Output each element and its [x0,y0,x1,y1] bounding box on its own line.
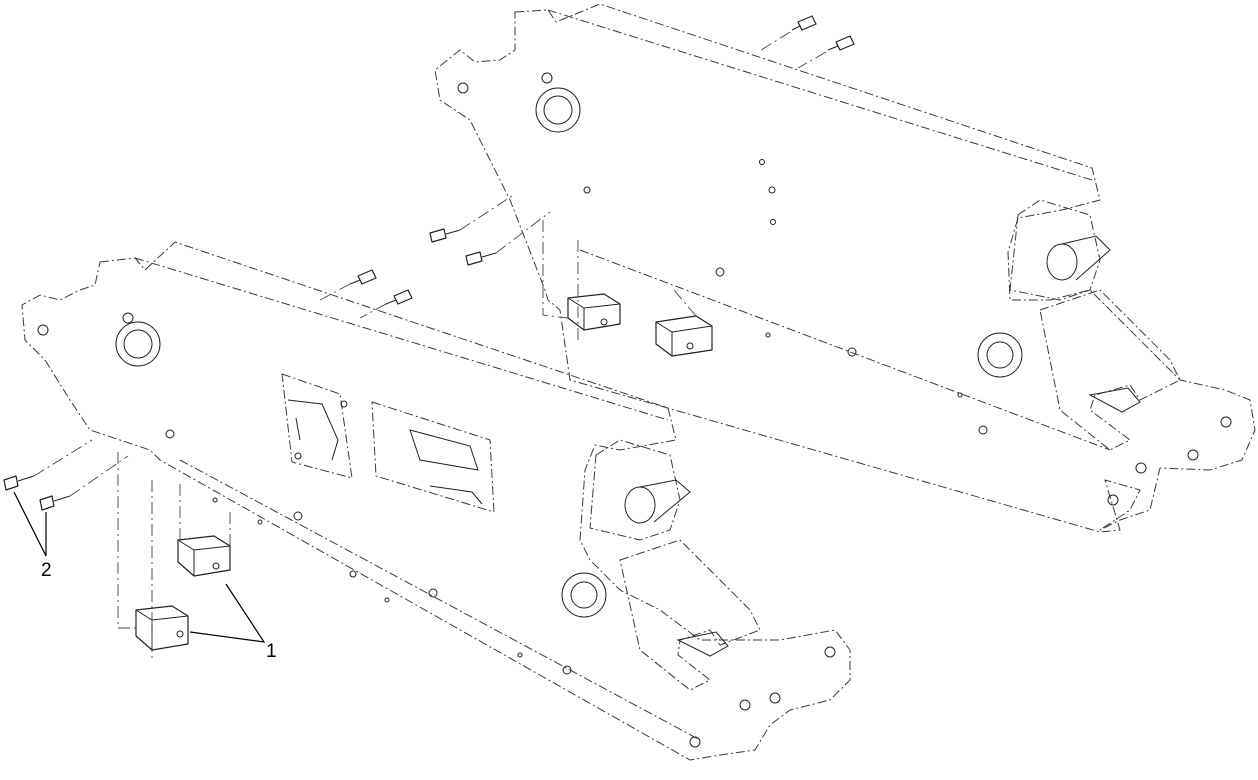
front-window-contour [287,399,339,461]
rear-hole [978,425,988,435]
front-hole [349,570,357,578]
rear-hole [1187,449,1199,461]
rear-lower-boss [977,332,1023,378]
front-bolt-guideline [33,439,93,477]
front-hole [689,736,701,748]
callout-2-label: 2 [41,560,52,581]
rear-frame-outline [434,3,1256,533]
front-hole [517,652,523,658]
front-spacer-block [135,605,189,651]
front-hole [562,665,572,675]
rear-bolt-guideline [495,211,551,254]
front-window-hole [294,452,302,460]
front-frame-window [281,373,353,479]
front-frame-lower-edge [179,459,701,741]
rear-hole [583,186,591,194]
front-lower-boss [561,572,607,618]
rear-hook-slot [1088,387,1141,413]
callout-1-label: 1 [266,641,277,662]
front-bolt-guideline [69,455,129,497]
front-hole [165,429,175,439]
front-hook-arm [619,539,761,691]
rear-spacer-guideline [542,220,569,319]
front-pivot-boss [115,321,161,367]
front-mount-hole [122,312,134,324]
rear-mount-hole [541,72,553,84]
rear-spacer-guideline [673,289,697,317]
rear-frame-assembly [429,3,1256,533]
rear-hole [847,347,857,357]
rear-spacer-block [655,315,713,357]
rear-bolt [429,228,461,243]
front-window-hole [340,400,348,408]
rear-hinge-plate [1009,199,1101,301]
front-bolt [385,289,413,305]
front-bolt [39,495,71,511]
rear-pivot-bore [543,95,573,125]
front-hinge-pin-body [639,479,691,523]
rear-frame-lower-edge [579,249,1111,451]
rear-mount-hole [457,82,469,94]
front-hook-slot [676,631,729,657]
front-bolt-guideline [359,303,387,319]
callout-2: 2 [13,491,52,581]
rear-hole [957,392,963,398]
rear-hole [759,159,765,165]
rear-bolt-guideline [459,195,513,231]
front-bolt-guideline [319,283,351,301]
rear-spacer-block [567,293,621,331]
rear-bolt [791,15,817,31]
rear-bolt-guideline [797,51,827,69]
front-hole [293,511,303,521]
front-frame-outline [21,241,851,761]
rear-hole [770,219,776,225]
front-pivot-bore [123,329,153,359]
rear-hole [715,267,725,277]
rear-bolt [465,251,497,266]
front-hole [428,588,438,598]
rear-hole [768,186,776,194]
rear-frame-top-edge [547,9,1093,181]
rear-bolt [827,35,855,51]
front-bolt [349,269,377,285]
front-hole [212,497,218,503]
front-hole [769,692,781,704]
front-spacer-block [177,535,231,577]
rear-pivot-boss [535,87,581,133]
rear-hole [1220,416,1232,428]
front-frame-window [371,401,495,513]
rear-hole [765,332,771,338]
rear-hinge-pin [1046,243,1078,281]
rear-hole [1107,494,1119,506]
front-hole [257,519,263,525]
front-mount-hole [37,324,49,336]
rear-bolt-guideline [757,31,791,53]
front-spacer-guideline [117,452,136,629]
front-window-contour [409,429,483,505]
rear-hook-arm [1039,289,1181,451]
callout-1-leader [189,583,266,643]
front-hole [824,646,836,658]
rear-hole [1135,462,1147,474]
front-frame-assembly [3,241,851,761]
front-bolt [3,475,35,491]
rear-hinge-pin-body [1061,235,1111,281]
front-hole [739,699,751,711]
front-hinge-pin [624,486,656,524]
front-frame-top-edge [134,257,669,421]
front-lower-bore [570,581,598,609]
callout-2-leader [13,491,47,557]
callout-1: 1 [189,583,277,662]
rear-lower-bore [986,341,1014,369]
front-hinge-plate [589,439,681,541]
front-hole [384,597,390,603]
